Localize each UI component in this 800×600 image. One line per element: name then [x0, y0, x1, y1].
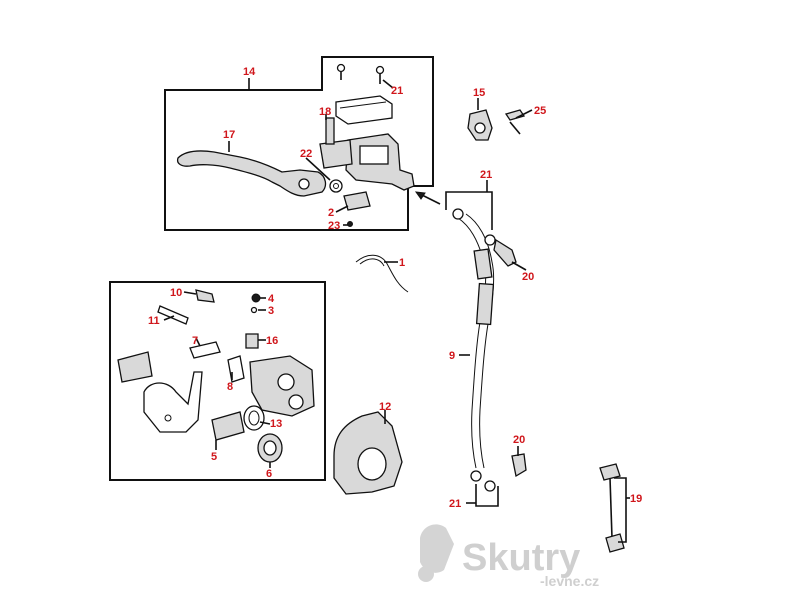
callout-13: 13: [270, 418, 282, 430]
callout-7: 7: [192, 335, 198, 347]
callout-14: 14: [243, 66, 256, 78]
callout-20-bottom: 20: [513, 434, 525, 446]
callout-16: 16: [266, 335, 278, 347]
watermark-brand: Skutry: [462, 537, 580, 579]
callout-25: 25: [534, 105, 546, 117]
master-cylinder-body: 21 18 22 2 23: [300, 63, 441, 232]
callout-15: 15: [473, 87, 485, 99]
callout-21-bottom: 21: [449, 498, 461, 510]
callout-17: 17: [223, 129, 235, 141]
copper-washers-upper: 21 20: [445, 169, 534, 283]
callout-8: 8: [227, 381, 233, 393]
callout-1: 1: [399, 257, 405, 269]
brake-hose: 9: [449, 213, 495, 469]
callout-21-top: 21: [480, 169, 492, 181]
callout-3: 3: [268, 305, 274, 317]
copper-washers-lower: 21 20: [449, 434, 527, 510]
callout-12: 12: [379, 401, 391, 413]
caliper-parts: 10 11 4 3 16 7 8 5: [117, 287, 315, 480]
hose-clamp: 15 25: [467, 87, 546, 141]
callout-18: 18: [319, 106, 331, 118]
callout-5: 5: [211, 451, 217, 463]
callout-23: 23: [328, 220, 340, 232]
callout-9: 9: [449, 350, 455, 362]
watermark-logo: Skutry -levne.cz: [418, 524, 599, 589]
callout-22: 21: [391, 85, 403, 97]
callout-10: 10: [170, 287, 182, 299]
callout-11: 11: [148, 315, 160, 327]
brake-lever: 17: [176, 129, 327, 197]
watermark-domain: -levne.cz: [540, 573, 599, 589]
callout-6: 6: [266, 468, 272, 480]
brake-caliper-complete: 12: [333, 401, 403, 495]
callout-24: 22: [300, 148, 312, 160]
callout-20-top: 20: [522, 271, 534, 283]
callout-2: 2: [328, 207, 334, 219]
brake-rod: 19: [599, 463, 642, 553]
master-cylinder-assembly-frame: 14: [164, 56, 434, 231]
callout-4: 4: [268, 293, 275, 305]
callout-19: 19: [630, 493, 642, 505]
brake-switch-wire: 1: [355, 254, 409, 293]
caliper-assembly-frame: [109, 281, 326, 481]
